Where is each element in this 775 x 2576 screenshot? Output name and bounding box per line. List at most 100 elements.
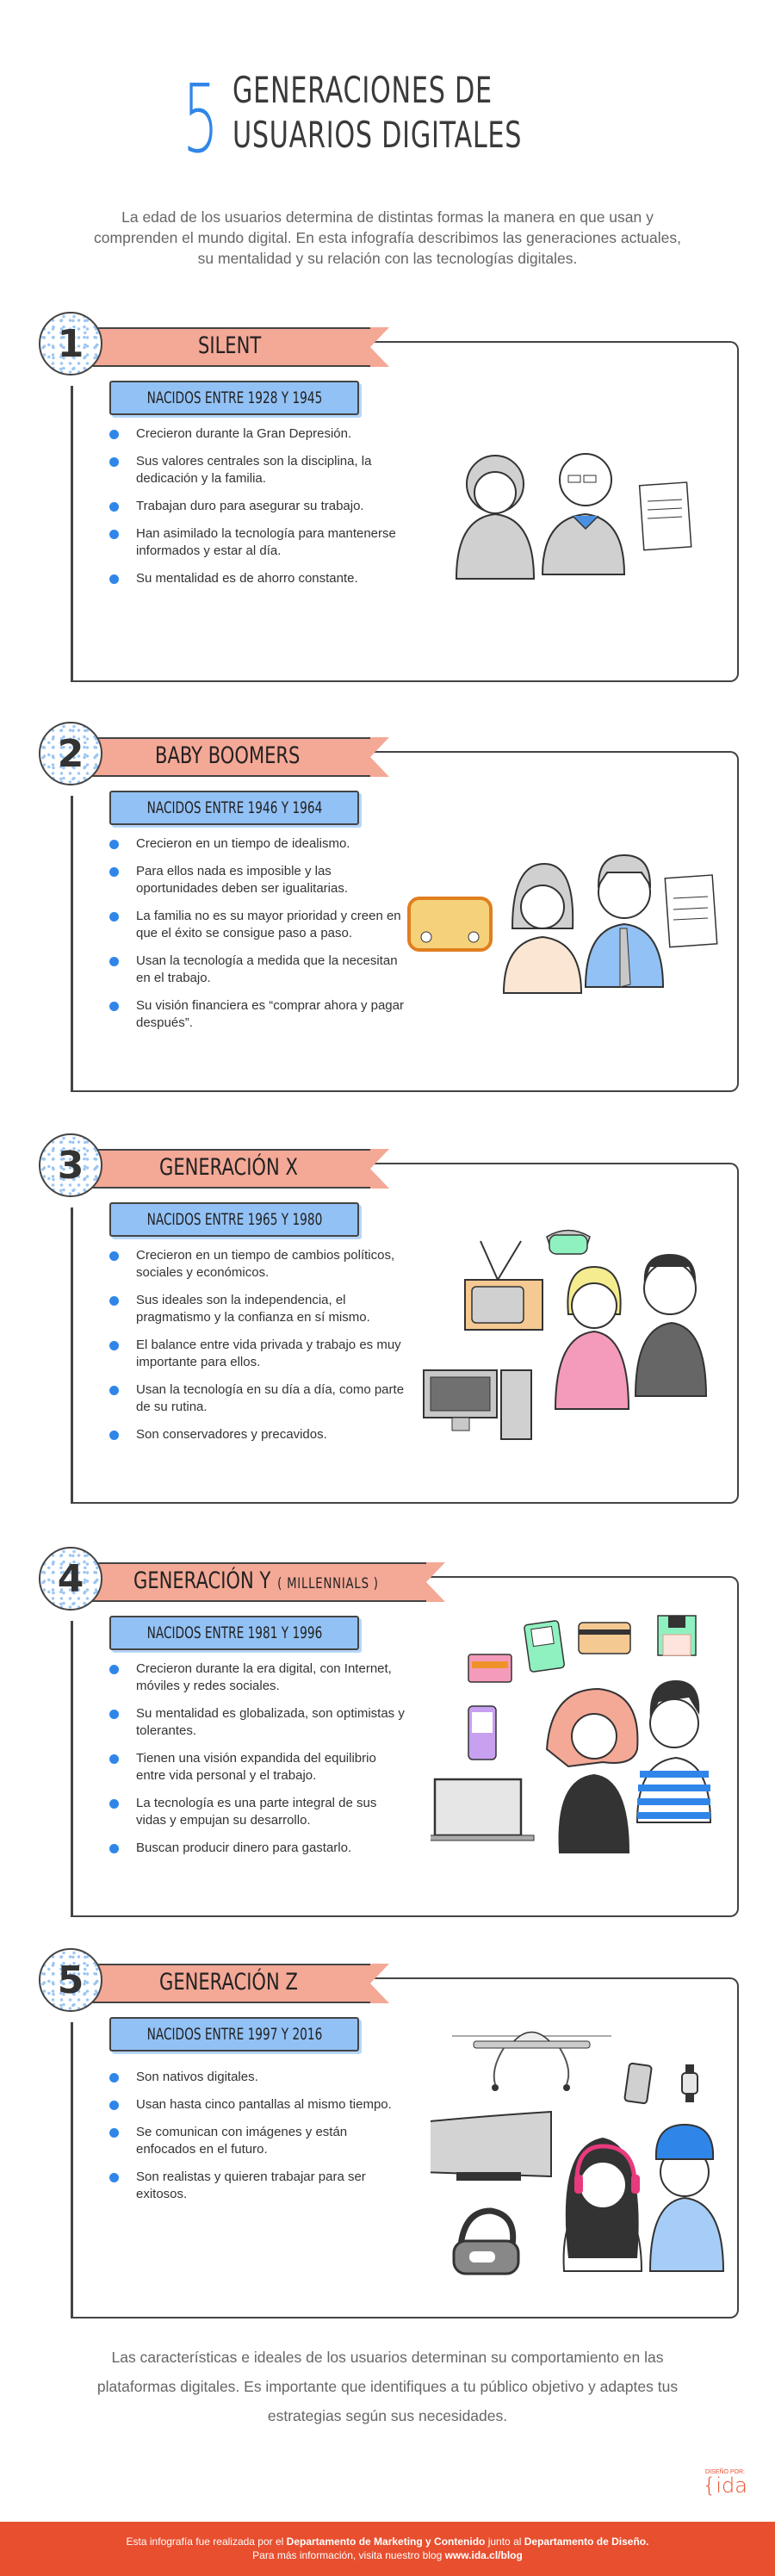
section-card bbox=[71, 1163, 739, 1504]
list-item: Para ellos nada es imposible y las oport… bbox=[108, 863, 409, 897]
list-item: Usan la tecnología en su día a día, como… bbox=[108, 1381, 409, 1416]
bullet-list: Crecieron en un tiempo de cambios políti… bbox=[108, 1247, 409, 1454]
generation-section-gen-y: 4 GENERACIÓN Y( MILLENNIALS ) NACIDOS EN… bbox=[0, 1547, 775, 1917]
outro-text: Las características e ideales de los usu… bbox=[96, 2349, 679, 2424]
timeline-line bbox=[71, 1621, 73, 1917]
section-title: BABY BOOMERS bbox=[155, 742, 301, 769]
silent-illustration bbox=[455, 453, 692, 580]
timeline-line bbox=[71, 1207, 73, 1504]
generation-section-gen-x: 3 GENERACIÓN X NACIDOS ENTRE 1965 Y 1980… bbox=[0, 1133, 775, 1504]
gen-z-illustration bbox=[431, 2031, 725, 2275]
born-range-box: NACIDOS ENTRE 1997 Y 2016 bbox=[109, 2017, 359, 2051]
footer-line1: Esta infografía fue realizada por el Dep… bbox=[126, 2536, 649, 2548]
timeline-line bbox=[71, 386, 73, 682]
header-title-line1: GENERACIONES DE bbox=[232, 69, 493, 111]
footer-line2: Para más información, visita nuestro blo… bbox=[252, 2549, 523, 2561]
list-item: La familia no es su mayor prioridad y cr… bbox=[108, 908, 409, 942]
list-item: Crecieron en un tiempo de idealismo. bbox=[108, 835, 409, 853]
striped-shirt-man-icon bbox=[636, 1680, 712, 1823]
section-title: GENERACIÓN Z bbox=[159, 1969, 298, 1996]
list-item: Usan hasta cinco pantallas al mismo tiem… bbox=[108, 2096, 409, 2114]
list-item: La tecnología es una parte integral de s… bbox=[108, 1795, 409, 1829]
section-card bbox=[71, 341, 739, 682]
list-item: El balance entre vida privada y trabajo … bbox=[108, 1337, 409, 1371]
list-item: Son realistas y quieren trabajar para se… bbox=[108, 2169, 409, 2203]
section-title-ribbon: GENERACIÓN X bbox=[86, 1148, 389, 1189]
vr-headset-icon bbox=[452, 2207, 520, 2275]
header-number: 5 bbox=[183, 64, 219, 174]
section-number-badge: 2 bbox=[39, 722, 102, 785]
newspaper-icon bbox=[664, 874, 718, 948]
section-number-badge: 5 bbox=[39, 1948, 102, 2012]
bullet-list: Crecieron en un tiempo de idealismo. Par… bbox=[108, 835, 409, 1042]
list-item: Sus ideales son la independencia, el pra… bbox=[108, 1292, 409, 1326]
section-title-ribbon: SILENT bbox=[86, 326, 389, 367]
logo-brand: {ida bbox=[703, 2474, 747, 2498]
girl-with-headphones-icon bbox=[562, 2138, 643, 2272]
section-number-badge: 4 bbox=[39, 1547, 102, 1611]
list-item: Crecieron en un tiempo de cambios políti… bbox=[108, 1247, 409, 1282]
header: 5 GENERACIONES DE USUARIOS DIGITALES bbox=[0, 60, 775, 181]
born-range-box: NACIDOS ENTRE 1981 Y 1996 bbox=[109, 1616, 359, 1650]
redhead-woman-icon bbox=[545, 1687, 639, 1853]
list-item: Sus valores centrales son la disciplina,… bbox=[108, 453, 409, 487]
desktop-computer-icon bbox=[423, 1369, 532, 1440]
cassette-icon bbox=[468, 1654, 512, 1683]
list-item: Crecieron durante la Gran Depresión. bbox=[108, 425, 409, 443]
list-item: Son conservadores y precavidos. bbox=[108, 1426, 409, 1443]
smartphone-icon bbox=[623, 2062, 653, 2105]
footer: Esta infografía fue realizada por el Dep… bbox=[0, 2522, 775, 2576]
list-item: Trabajan duro para asegurar su trabajo. bbox=[108, 498, 409, 515]
timeline-line bbox=[71, 796, 73, 1092]
list-item: Son nativos digitales. bbox=[108, 2069, 409, 2086]
baby-boomers-illustration bbox=[407, 853, 718, 994]
list-item: Buscan producir dinero para gastarlo. bbox=[108, 1840, 409, 1857]
section-title: SILENT bbox=[198, 332, 262, 359]
cell-phone-icon bbox=[468, 1705, 497, 1760]
man-with-tie-icon bbox=[584, 853, 665, 988]
blonde-woman-icon bbox=[554, 1265, 630, 1410]
section-card bbox=[71, 751, 739, 1092]
bearded-man-icon bbox=[634, 1254, 708, 1397]
list-item: Usan la tecnología a medida que la neces… bbox=[108, 953, 409, 987]
section-number-badge: 1 bbox=[39, 312, 102, 376]
list-item: Tienen una visión expandida del equilibr… bbox=[108, 1750, 409, 1785]
woman-icon bbox=[502, 862, 583, 994]
bullet-list: Crecieron durante la era digital, con In… bbox=[108, 1660, 409, 1867]
blog-link[interactable]: www.ida.cl/blog bbox=[444, 2549, 523, 2561]
born-range-box: NACIDOS ENTRE 1928 Y 1945 bbox=[109, 381, 359, 415]
list-item: Su visión financiera es “comprar ahora y… bbox=[108, 997, 409, 1032]
newspaper-icon bbox=[638, 481, 692, 551]
gen-y-illustration bbox=[431, 1615, 712, 1853]
retro-radio-icon bbox=[407, 897, 493, 952]
born-range-box: NACIDOS ENTRE 1965 Y 1980 bbox=[109, 1202, 359, 1237]
list-item: Han asimilado la tecnología para mantene… bbox=[108, 525, 409, 560]
section-subtitle: ( MILLENNIALS ) bbox=[277, 1575, 379, 1592]
bullet-list: Crecieron durante la Gran Depresión. Sus… bbox=[108, 425, 409, 598]
bullet-list: Son nativos digitales. Usan hasta cinco … bbox=[108, 2069, 409, 2213]
elderly-woman-icon bbox=[455, 455, 536, 580]
elderly-man-icon bbox=[541, 453, 626, 575]
generation-section-baby-boomers: 2 BABY BOOMERS NACIDOS ENTRE 1946 Y 1964… bbox=[0, 722, 775, 1092]
header-title-line2: USUARIOS DIGITALES bbox=[232, 114, 523, 156]
section-card bbox=[71, 1977, 739, 2318]
section-title: GENERACIÓN Y( MILLENNIALS ) bbox=[133, 1567, 379, 1594]
section-title: GENERACIÓN X bbox=[159, 1154, 298, 1181]
intro-text: La edad de los usuarios determina de dis… bbox=[94, 208, 681, 267]
born-range-box: NACIDOS ENTRE 1946 Y 1964 bbox=[109, 791, 359, 825]
generation-section-gen-z: 5 GENERACIÓN Z NACIDOS ENTRE 1997 Y 2016… bbox=[0, 1948, 775, 2318]
section-title-ribbon: GENERACIÓN Y( MILLENNIALS ) bbox=[86, 1561, 445, 1602]
list-item: Crecieron durante la era digital, con In… bbox=[108, 1660, 409, 1695]
gen-x-illustration bbox=[423, 1229, 708, 1440]
gameboy-icon bbox=[524, 1620, 565, 1673]
credit-card-icon bbox=[578, 1622, 631, 1654]
logo-caption: DISEÑO POR: bbox=[705, 2469, 745, 2475]
section-number-badge: 3 bbox=[39, 1133, 102, 1197]
generation-section-silent: 1 SILENT NACIDOS ENTRE 1928 Y 1945 Creci… bbox=[0, 312, 775, 682]
rotary-phone-icon bbox=[546, 1229, 591, 1255]
section-title-ribbon: GENERACIÓN Z bbox=[86, 1963, 389, 2003]
laptop-icon bbox=[431, 1778, 535, 1841]
curved-tv-icon bbox=[431, 2110, 552, 2181]
ida-logo: DISEÑO POR: {ida bbox=[699, 2469, 751, 2497]
timeline-line bbox=[71, 2022, 73, 2318]
